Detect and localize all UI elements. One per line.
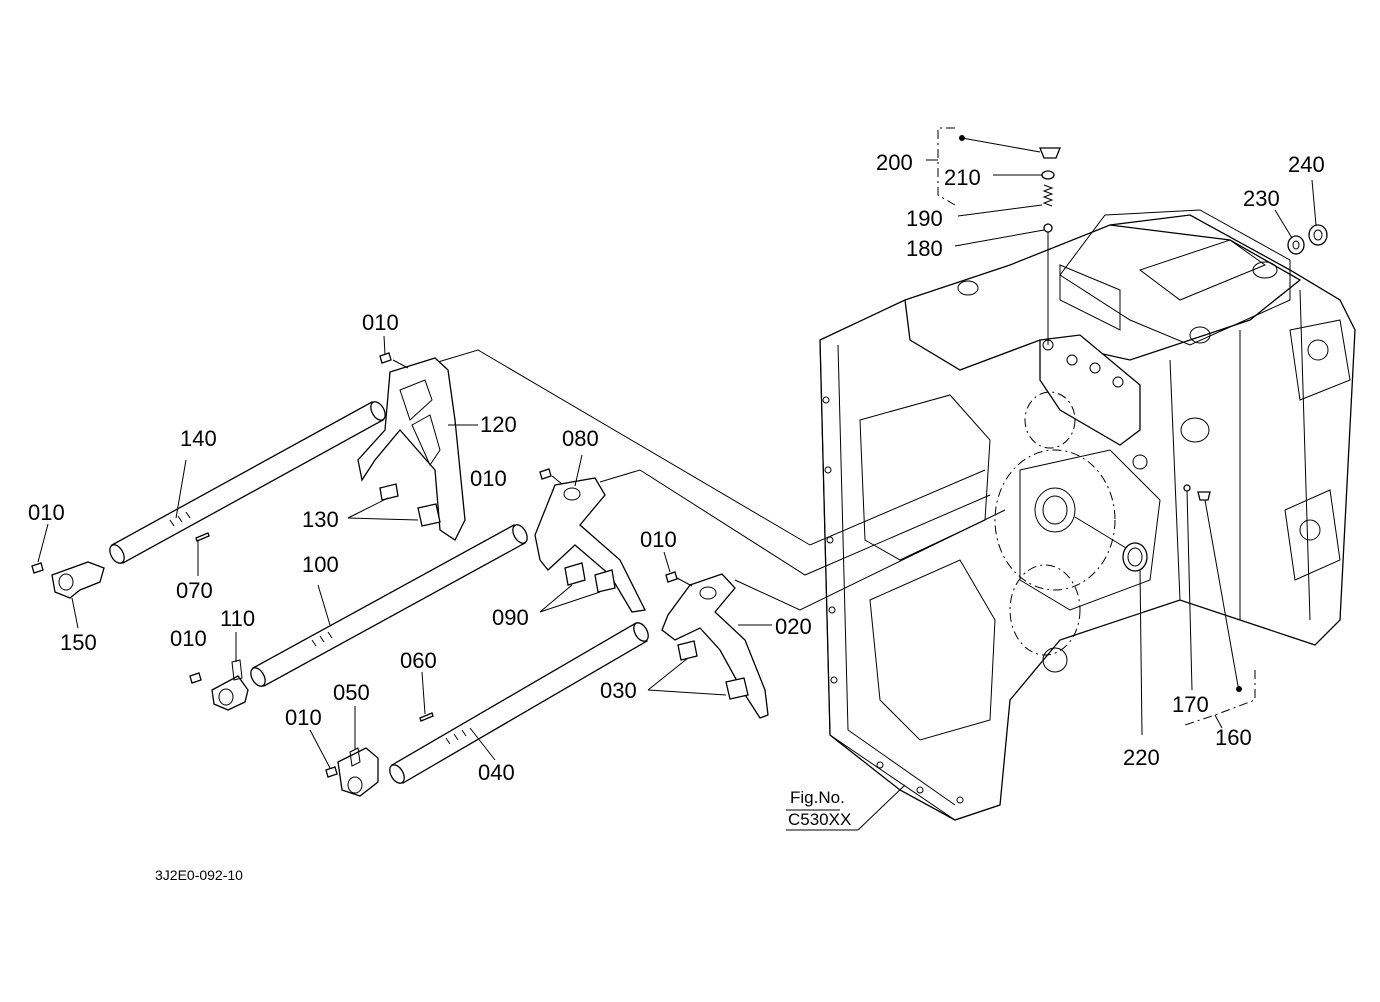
label-140: 140 bbox=[180, 426, 217, 451]
label-020: 020 bbox=[775, 614, 812, 639]
label-120: 120 bbox=[480, 412, 517, 437]
seal-220 bbox=[1074, 516, 1148, 736]
set-screws-010 bbox=[31, 335, 693, 778]
pins bbox=[195, 532, 434, 722]
label-210: 210 bbox=[944, 165, 981, 190]
label-030: 030 bbox=[600, 678, 637, 703]
label-150: 150 bbox=[60, 630, 97, 655]
shift-fork-120 bbox=[357, 357, 478, 541]
shift-rod-140 bbox=[109, 401, 386, 564]
label-110: 110 bbox=[220, 606, 255, 631]
shift-heads bbox=[51, 561, 379, 797]
screws-160-170 bbox=[1183, 484, 1239, 691]
detent-stack bbox=[954, 137, 1061, 345]
shift-rod-100 bbox=[250, 524, 528, 687]
label-010-f: 010 bbox=[285, 705, 322, 730]
fork-shoes bbox=[347, 483, 749, 700]
label-130: 130 bbox=[302, 507, 339, 532]
label-010-d: 010 bbox=[640, 527, 677, 552]
label-220: 220 bbox=[1123, 745, 1160, 770]
label-070: 070 bbox=[176, 578, 213, 603]
label-240: 240 bbox=[1288, 152, 1325, 177]
label-090: 090 bbox=[492, 605, 529, 630]
label-050: 050 bbox=[333, 680, 370, 705]
figure-ref-line2: C530XX bbox=[788, 810, 851, 829]
shift-rod-040 bbox=[389, 622, 649, 784]
label-010-a: 010 bbox=[28, 500, 65, 525]
label-160: 160 bbox=[1215, 725, 1252, 750]
part-labels: 010 010 010 010 010 010 020 030 040 050 … bbox=[28, 150, 1325, 883]
label-060: 060 bbox=[400, 648, 437, 673]
transmission-case bbox=[819, 209, 1356, 821]
label-180: 180 bbox=[906, 236, 943, 261]
label-040: 040 bbox=[478, 760, 515, 785]
washers-230-240 bbox=[1274, 179, 1328, 255]
figure-ref-line1: Fig.No. bbox=[790, 788, 845, 807]
label-200: 200 bbox=[876, 150, 913, 175]
label-190: 190 bbox=[906, 206, 943, 231]
label-230: 230 bbox=[1243, 186, 1280, 211]
shift-fork-080 bbox=[534, 454, 646, 613]
figure-ref-leader bbox=[786, 784, 906, 831]
drawing-code: 3J2E0-092-10 bbox=[155, 867, 243, 883]
label-010-b: 010 bbox=[362, 310, 399, 335]
assembly-lines bbox=[417, 349, 1006, 611]
label-010-e: 010 bbox=[170, 626, 207, 651]
label-170: 170 bbox=[1172, 692, 1209, 717]
label-010-c: 010 bbox=[470, 466, 507, 491]
label-080: 080 bbox=[562, 426, 599, 451]
label-100: 100 bbox=[302, 552, 339, 577]
